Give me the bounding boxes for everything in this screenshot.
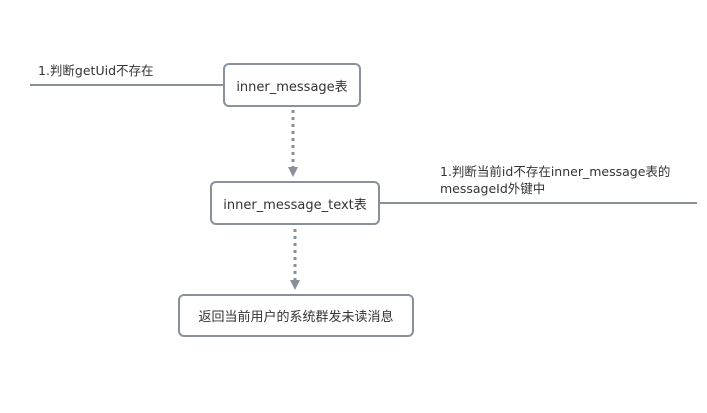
node-return-unread-messages[interactable]: 返回当前用户的系统群发未读消息	[178, 294, 414, 337]
node-inner-message-text-label: inner_message_text表	[223, 197, 367, 213]
node-return-unread-messages-label: 返回当前用户的系统群发未读消息	[198, 310, 394, 325]
right-check-label-line2: messageId外键中	[440, 181, 546, 196]
node-inner-message-label: inner_message表	[236, 79, 348, 95]
right-check-label-line1: 1.判断当前id不存在inner_message表的	[440, 164, 671, 179]
node-inner-message[interactable]: inner_message表	[223, 63, 361, 107]
left-check-label: 1.判断getUid不存在	[38, 63, 154, 78]
node-inner-message-text[interactable]: inner_message_text表	[210, 181, 380, 225]
right-check-label: 1.判断当前id不存在inner_message表的 messageId外键中	[440, 163, 670, 197]
